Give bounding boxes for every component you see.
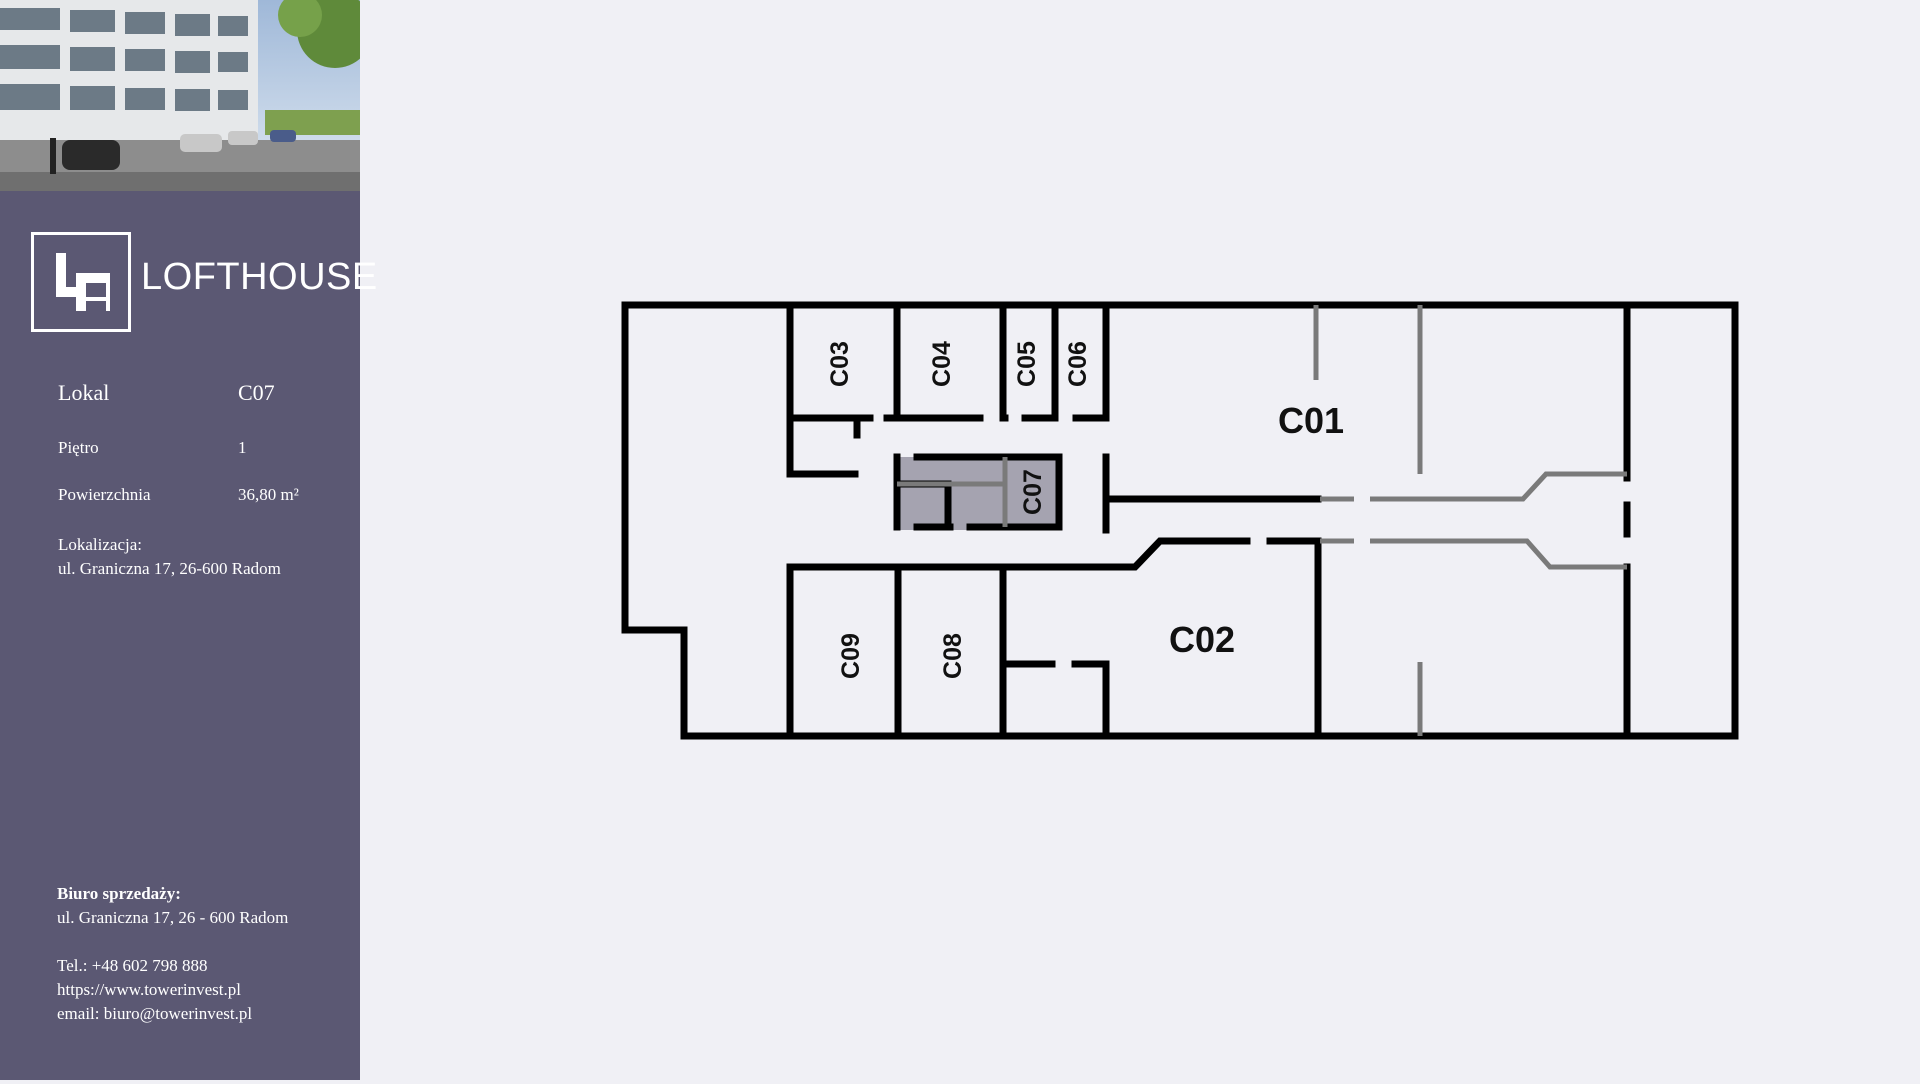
brand-name: LOFTHOUSE	[141, 256, 378, 298]
powierzchnia-value: 36,80 m²	[238, 485, 299, 504]
lokal-value: C07	[238, 380, 275, 405]
floor-plan-svg: C01 C02 C03 C04 C05 C06 C07 C08 C09	[621, 301, 1739, 740]
room-label-c04[interactable]: C04	[928, 341, 956, 387]
lofthouse-logo-icon	[31, 232, 131, 332]
room-label-c09[interactable]: C09	[837, 633, 865, 679]
unit-c07-highlight[interactable]	[897, 457, 1059, 530]
sales-office-email[interactable]: email: biuro@towerinvest.pl	[57, 1004, 253, 1023]
room-label-c08[interactable]: C08	[939, 633, 967, 679]
sales-office-website-link[interactable]: https://www.towerinvest.pl	[57, 980, 241, 999]
location: Lokalizacja: ul. Graniczna 17, 26-600 Ra…	[58, 533, 281, 581]
room-label-c01[interactable]: C01	[1278, 400, 1344, 441]
lokalizacja-value: ul. Graniczna 17, 26-600 Radom	[58, 559, 281, 578]
sales-office-title: Biuro sprzedaży:	[57, 884, 181, 903]
sidebar: LOFTHOUSE Lokal C07 Piętro 1 Powierzchni…	[0, 0, 377, 1080]
room-label-c05[interactable]: C05	[1013, 341, 1041, 387]
building-photo	[0, 0, 360, 191]
room-label-c06[interactable]: C06	[1064, 341, 1092, 387]
lokalizacja-label: Lokalizacja:	[58, 535, 143, 554]
sales-office-address: ul. Graniczna 17, 26 - 600 Radom	[57, 908, 289, 927]
lokal-label: Lokal	[58, 380, 110, 405]
room-label-c03[interactable]: C03	[826, 341, 854, 387]
floor-plan: C01 C02 C03 C04 C05 C06 C07 C08 C09	[360, 0, 1920, 1080]
pietro-label: Piętro	[58, 438, 99, 457]
room-label-c07[interactable]: C07	[1019, 469, 1047, 515]
pietro-value: 1	[238, 438, 247, 457]
powierzchnia-label: Powierzchnia	[58, 485, 151, 504]
sales-office-phone: Tel.: +48 602 798 888	[57, 956, 208, 975]
sales-office-contact: Biuro sprzedaży: ul. Graniczna 17, 26 - …	[57, 882, 288, 1026]
room-label-c02[interactable]: C02	[1169, 619, 1235, 660]
